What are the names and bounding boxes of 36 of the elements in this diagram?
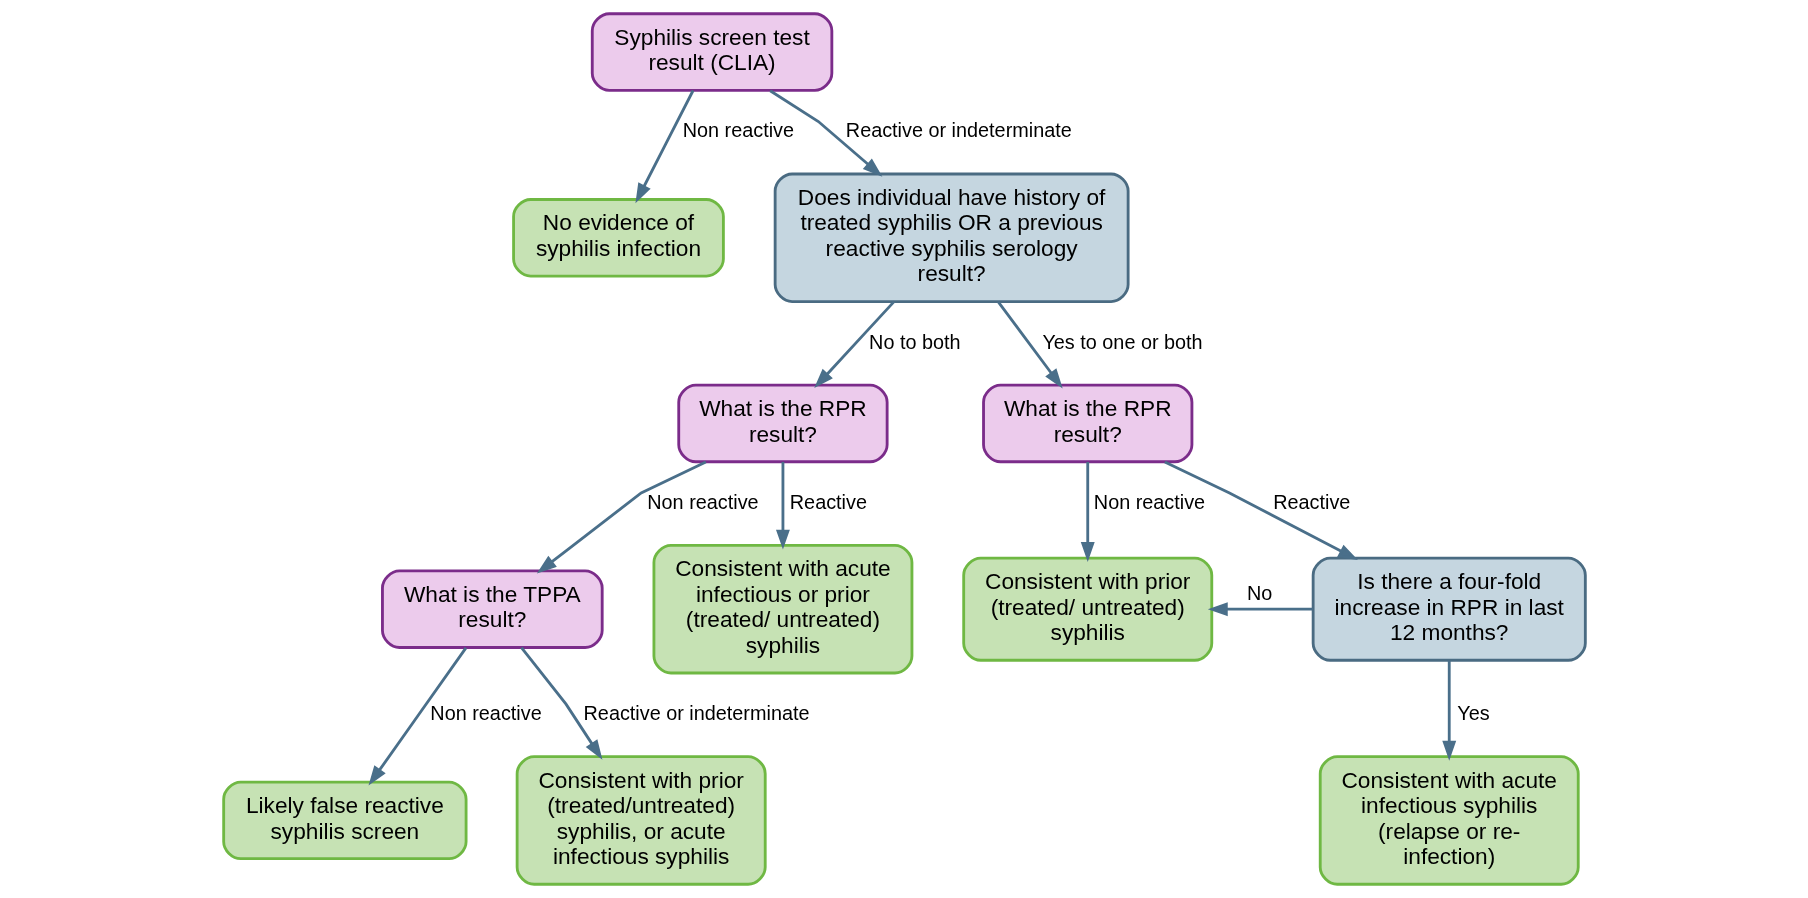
arrow (1207, 602, 1313, 617)
edge-label: Reactive or indeterminate (845, 119, 1072, 142)
node-box: Does individual have history of treated syphilis OR a previous reactive syphilis serology result? (773, 172, 1130, 303)
edge-label: No to both (868, 330, 961, 353)
edge-label: Non reactive (1093, 490, 1205, 513)
edge-label: Reactive (789, 490, 867, 513)
node-box: No evidence of syphilis infection (511, 198, 725, 278)
node-box: Is there a four-fold increase in RPR in last 12 months? (1311, 556, 1587, 662)
edge-label: Non reactive (429, 702, 542, 725)
edge-label: Non reactive (682, 119, 794, 142)
edge-label: Yes (1456, 702, 1490, 725)
arrow (634, 89, 694, 204)
node-box: What is the TPPA result? (380, 569, 604, 649)
edge-label: Yes to one or both (1041, 330, 1203, 353)
edge-label: No (1246, 581, 1272, 604)
edge-label: Reactive (1272, 490, 1350, 513)
node-box: Consistent with prior (treated/untreated) syphilis, or acute infectious syphilis (515, 755, 767, 886)
arrow (368, 647, 467, 786)
node-box: Consistent with acute infectious syphilis (relapse or re-infection) (1318, 755, 1580, 886)
arrow (1080, 461, 1095, 562)
arrow (536, 460, 706, 574)
arrow (813, 300, 895, 389)
arrow (1441, 660, 1456, 761)
edge-label: Non reactive (646, 490, 759, 513)
node-box: Consistent with prior (treated/ untreated) syphilis (961, 556, 1213, 662)
arrow (996, 300, 1063, 389)
node-box: Syphilis screen test result (CLIA) (590, 12, 833, 92)
arrow (775, 461, 790, 550)
node-box: What is the RPR result? (676, 383, 889, 464)
arrow (1163, 460, 1358, 561)
node-box: Consistent with acute infectious or prior (treated/ untreated) syphilis (652, 544, 913, 675)
arrow (768, 89, 882, 177)
node-box: What is the RPR result? (981, 383, 1193, 464)
edge-label: Reactive or indeterminate (583, 702, 810, 725)
node-box: Likely false reactive syphilis screen (221, 780, 467, 861)
arrow (519, 646, 602, 760)
